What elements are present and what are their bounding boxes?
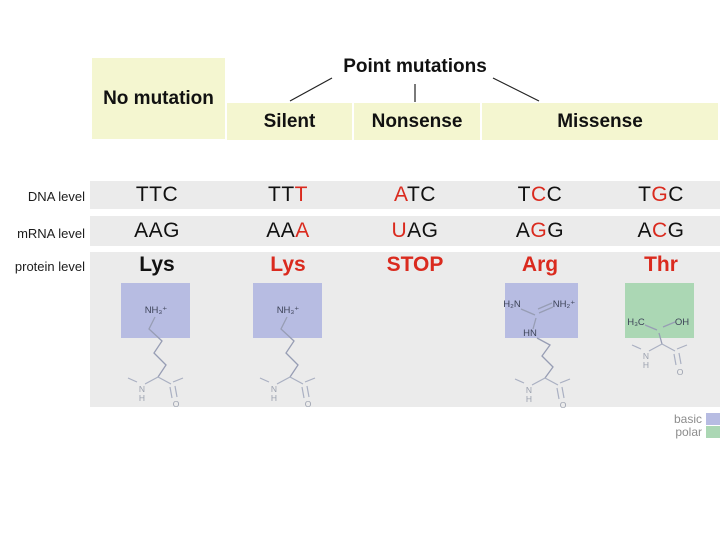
nh2-group-label: NH₂⁺ [553, 299, 575, 310]
dna-codon-nonsense: ATC [394, 183, 436, 206]
connector-line-missense [492, 77, 540, 102]
h2n-group-label: H₂N [503, 299, 521, 310]
backbone-h-label: H [643, 360, 649, 370]
hn-group-label: HN [523, 328, 537, 339]
mrna-codon-missense-2: ACG [637, 219, 685, 242]
backbone-n-label: N [526, 385, 532, 395]
dna-codon-missense-2: TGC [638, 183, 684, 206]
dna-codon-silent: TTT [268, 183, 308, 206]
threonine-polar-highlight [625, 283, 694, 338]
backbone-h-label: H [139, 393, 145, 403]
mrna-row-band [90, 216, 720, 246]
silent-box: Silent [227, 103, 352, 140]
carbonyl-o-label: O [305, 399, 312, 408]
connector-line-silent [289, 77, 333, 102]
nonsense-label: Nonsense [371, 110, 463, 132]
lysine-1-basic-highlight [121, 283, 190, 338]
legend-basic-swatch [706, 413, 720, 425]
legend-item-polar: polar [662, 425, 720, 439]
backbone-n-label: N [271, 384, 277, 394]
dna-codon-no-mutation: TTC [135, 183, 179, 206]
arginine-basic-highlight [505, 283, 578, 338]
mrna-codon-no-mutation: AAG [134, 219, 180, 242]
point-mutations-title: Point mutations [343, 56, 487, 77]
backbone-n-label: N [139, 384, 145, 394]
carbonyl-o-label: O [560, 400, 567, 409]
legend-basic-label: basic [673, 412, 702, 426]
nonsense-box: Nonsense [354, 103, 480, 140]
threonine-structure: H₃C OH N H O [627, 317, 689, 377]
amino-group-label: NH₃⁺ [277, 305, 300, 316]
protein-no-mutation: Lys [139, 253, 175, 276]
backbone-n-label: N [643, 351, 649, 361]
amino-group-label: NH₃⁺ [145, 305, 168, 316]
row-label-mrna: mRNA level [17, 226, 85, 241]
missense-label: Missense [557, 110, 643, 132]
lysine-structure-1: NH₃⁺ N H O [127, 305, 184, 408]
mrna-codon-nonsense: UAG [391, 219, 439, 242]
lysine-structure-2: NH₃⁺ N H O [259, 305, 316, 408]
missense-box: Missense [482, 103, 718, 140]
mrna-codon-missense-1: AGG [515, 219, 565, 242]
backbone-h-label: H [271, 393, 277, 403]
row-label-dna: DNA level [27, 189, 85, 204]
legend-polar-label: polar [675, 425, 702, 439]
carbonyl-o-label: O [677, 367, 684, 377]
legend-item-basic: basic [662, 412, 720, 426]
protein-nonsense-stop: STOP [386, 253, 444, 276]
carbonyl-o-label: O [173, 399, 180, 408]
row-label-protein: protein level [14, 259, 85, 274]
branch-connector-lines [289, 77, 540, 102]
no-mutation-label: No mutation [103, 87, 214, 109]
protein-missense-thr: Thr [644, 253, 678, 276]
no-mutation-box: No mutation [92, 58, 225, 139]
protein-missense-arg: Arg [521, 253, 559, 276]
mrna-codon-silent: AAA [266, 219, 310, 242]
protein-silent: Lys [270, 253, 306, 276]
methyl-group-label: H₃C [627, 317, 645, 328]
dna-codon-missense-1: TCC [517, 183, 563, 206]
hydroxyl-group-label: OH [675, 317, 689, 328]
backbone-h-label: H [526, 394, 532, 404]
legend-polar-swatch [706, 426, 720, 438]
lysine-2-basic-highlight [253, 283, 322, 338]
dna-row-band [90, 181, 720, 209]
protein-row-band [90, 252, 720, 407]
arginine-structure: H₂N NH₂⁺ HN N H O [503, 299, 575, 409]
silent-label: Silent [263, 110, 316, 132]
